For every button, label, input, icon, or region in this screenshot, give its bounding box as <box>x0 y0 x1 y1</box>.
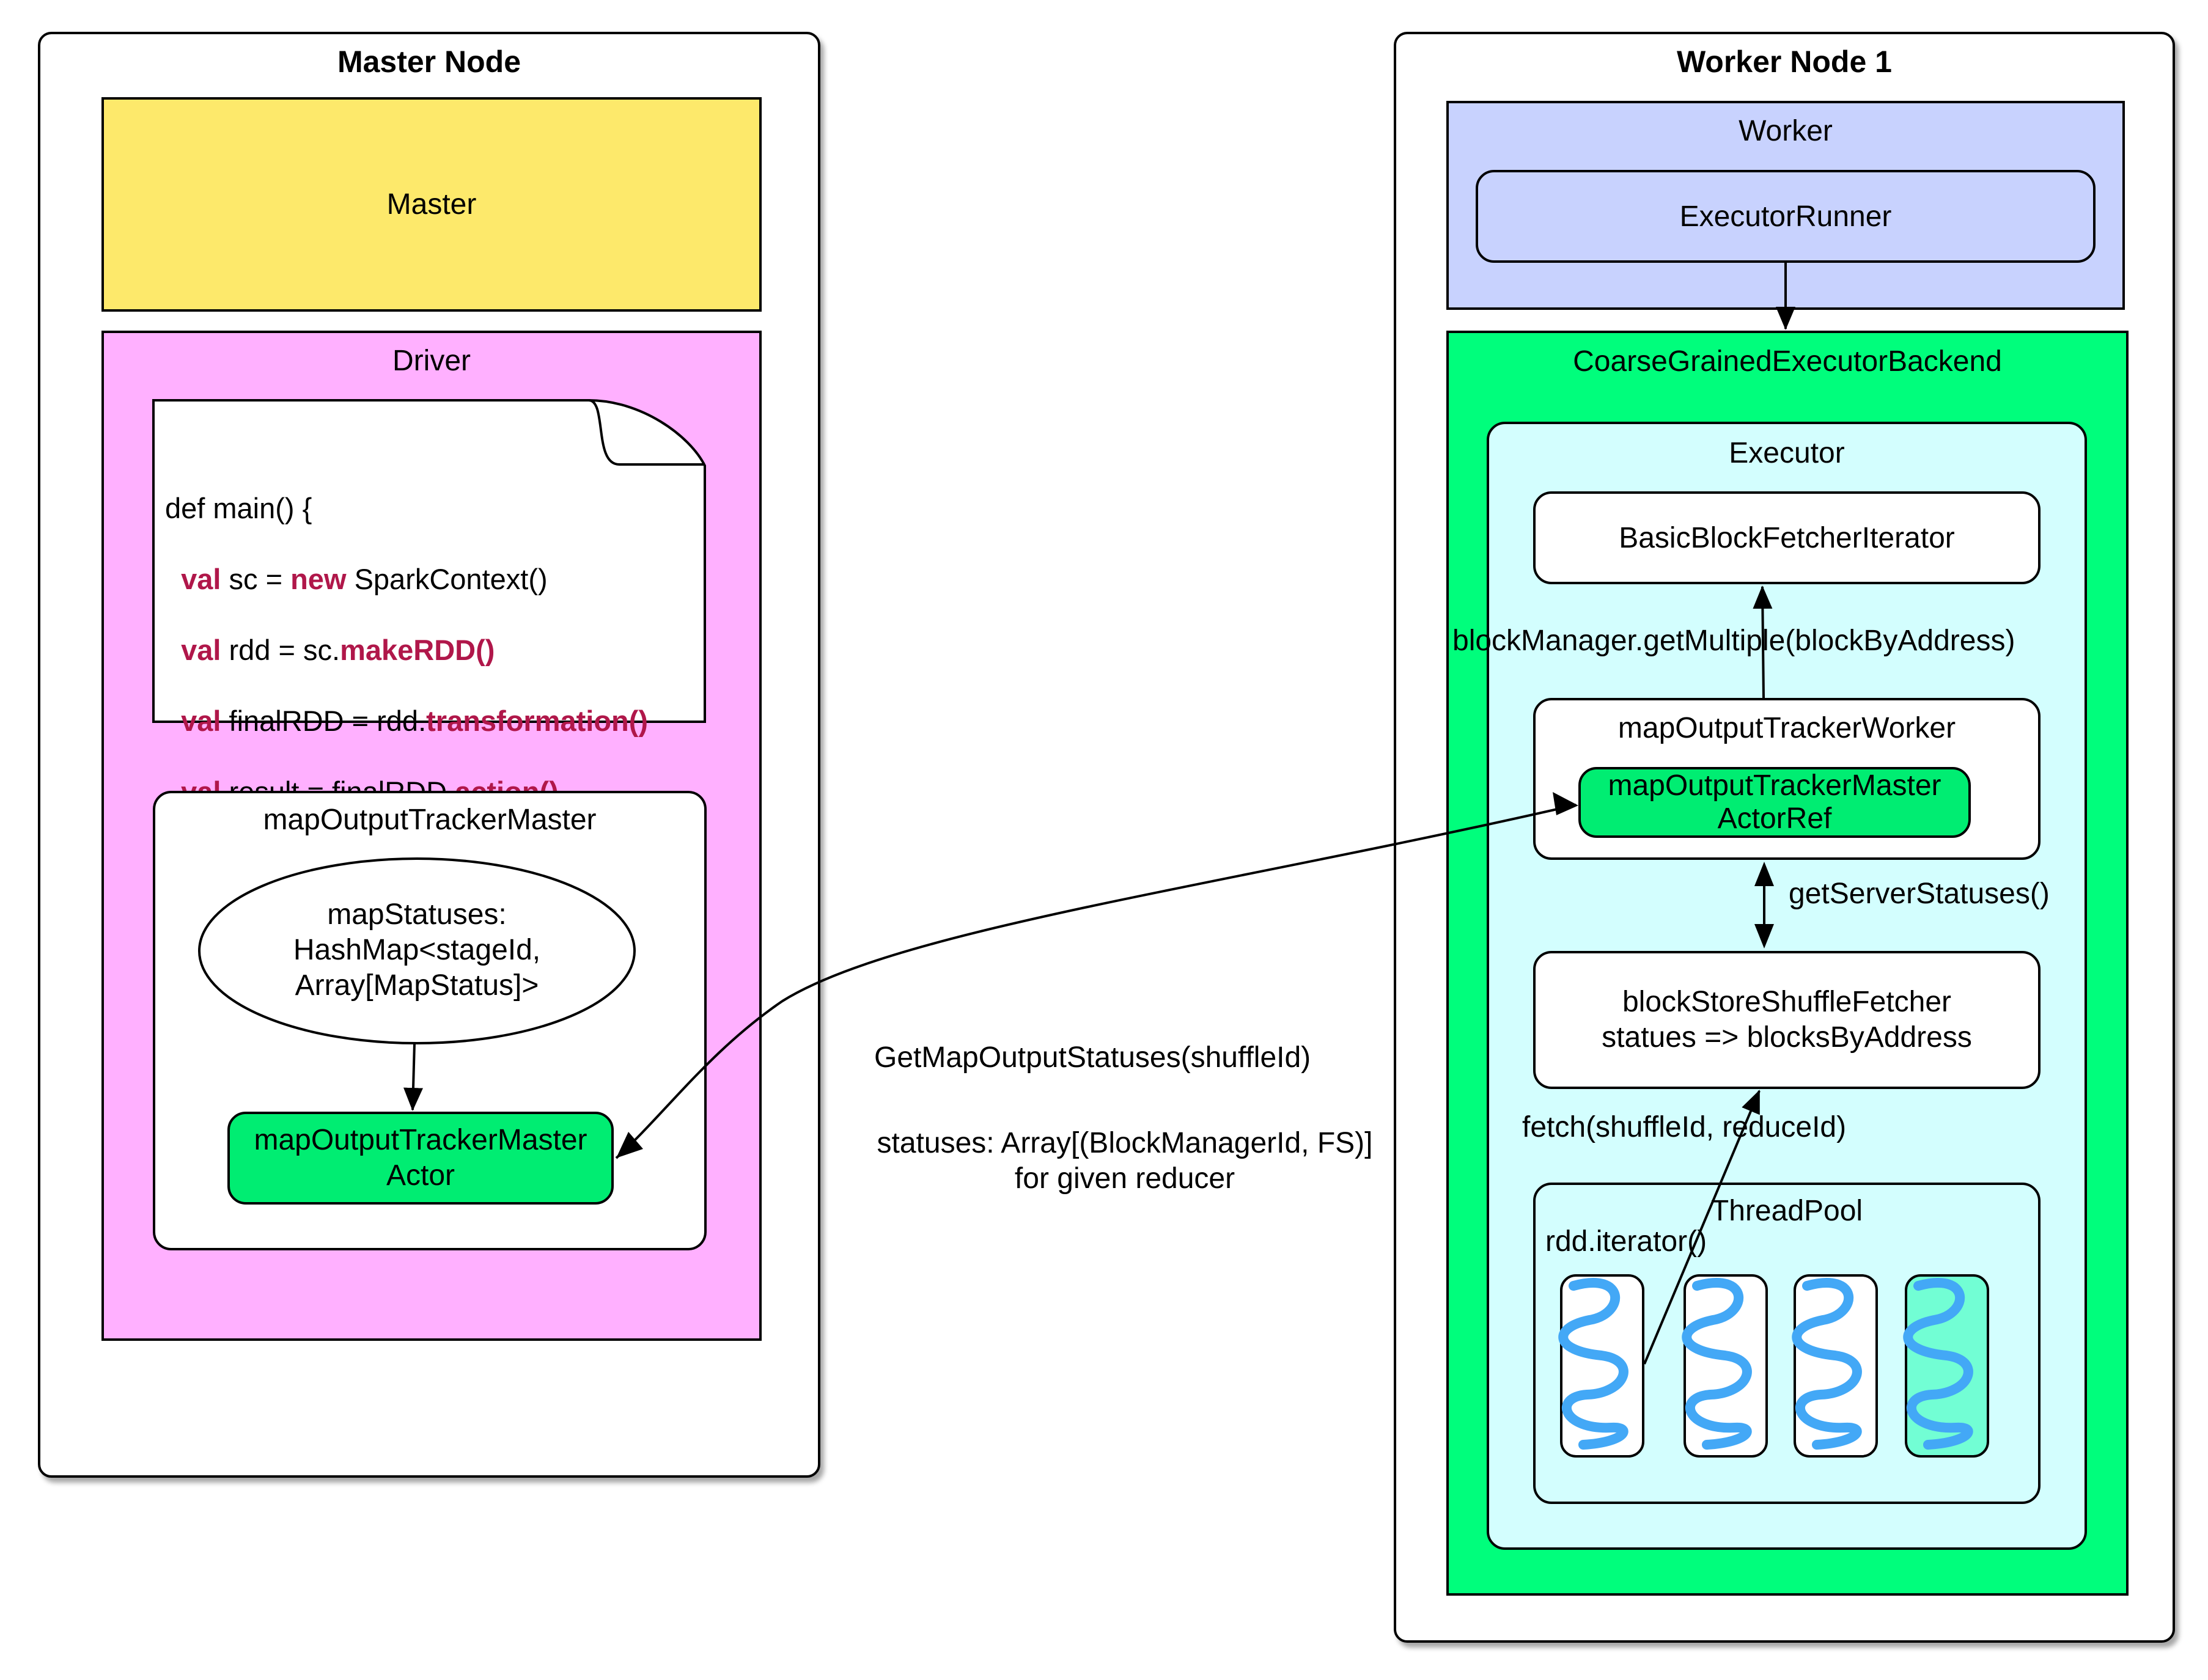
rdd-iterator-label: rdd.iterator() <box>1545 1225 1707 1258</box>
get-server-statuses-label: getServerStatuses() <box>1789 878 2050 910</box>
map-statuses-text: mapStatuses: HashMap<stageId, Array[MapS… <box>293 898 541 1002</box>
arrowhead-down <box>1754 924 1774 948</box>
block-fetcher-iterator-box: BasicBlockFetcherIterator <box>1533 491 2041 584</box>
response-message-label: statuses: Array[(BlockManagerId, FS)] fo… <box>877 1127 1373 1195</box>
executor-runner-box: ExecutorRunner <box>1476 170 2096 263</box>
thread-wave-1 <box>1558 1278 1628 1450</box>
arrowhead-actorref <box>1553 792 1578 815</box>
threadpool-label: ThreadPool <box>1710 1195 1863 1227</box>
master-label: Master <box>386 188 477 221</box>
code-line-2: val sc = new SparkContext() <box>181 563 548 595</box>
tracker-worker-label: mapOutputTrackerWorker <box>1617 712 1956 744</box>
arrow-getmultiple <box>1753 585 1773 699</box>
arrow-statuses-to-actor <box>403 1043 423 1111</box>
master-box: Master <box>101 97 762 312</box>
code-line-3: val rdd = sc.makeRDD() <box>181 634 495 666</box>
request-message-label: GetMapOutputStatuses(shuffleId) <box>874 1041 1311 1074</box>
tracker-master-label: mapOutputTrackerMaster <box>263 804 597 836</box>
arrowhead-actor <box>616 1132 643 1158</box>
worker-label: Worker <box>1739 115 1833 147</box>
executor-runner-label: ExecutorRunner <box>1679 200 1892 233</box>
worker-node-title: Worker Node 1 <box>1677 45 1892 79</box>
shuffle-fetcher-box: blockStoreShuffleFetcher statues => bloc… <box>1533 951 2041 1089</box>
code-document <box>152 399 706 723</box>
fetch-label: fetch(shuffleId, reduceId) <box>1522 1111 1847 1143</box>
tracker-actor-ref: mapOutputTrackerMaster ActorRef <box>1578 767 1971 838</box>
code-text: def main() { val sc = new SparkContext()… <box>165 455 648 916</box>
thread-wave-4 <box>1903 1278 1973 1450</box>
tracker-master-actor: mapOutputTrackerMaster Actor <box>227 1112 614 1205</box>
arrow-rpc-curve <box>615 804 1577 1159</box>
arrow-fetch <box>1643 1090 1761 1365</box>
thread-wave-3 <box>1792 1278 1862 1450</box>
executor-label: Executor <box>1729 437 1845 469</box>
map-statuses-ellipse <box>198 857 636 1044</box>
backend-label: CoarseGrainedExecutorBackend <box>1573 345 2002 378</box>
thread-wave-2 <box>1682 1278 1752 1450</box>
arrowhead-up <box>1754 862 1774 886</box>
master-node-title: Master Node <box>337 45 521 79</box>
code-line-4: val finalRDD = rdd.transformation() <box>181 705 649 737</box>
block-fetcher-iterator-label: BasicBlockFetcherIterator <box>1619 521 1955 554</box>
get-multiple-label: blockManager.getMultiple(blockByAddress) <box>1452 625 2015 657</box>
code-line-1: def main() { <box>165 492 312 524</box>
driver-label: Driver <box>392 345 471 377</box>
